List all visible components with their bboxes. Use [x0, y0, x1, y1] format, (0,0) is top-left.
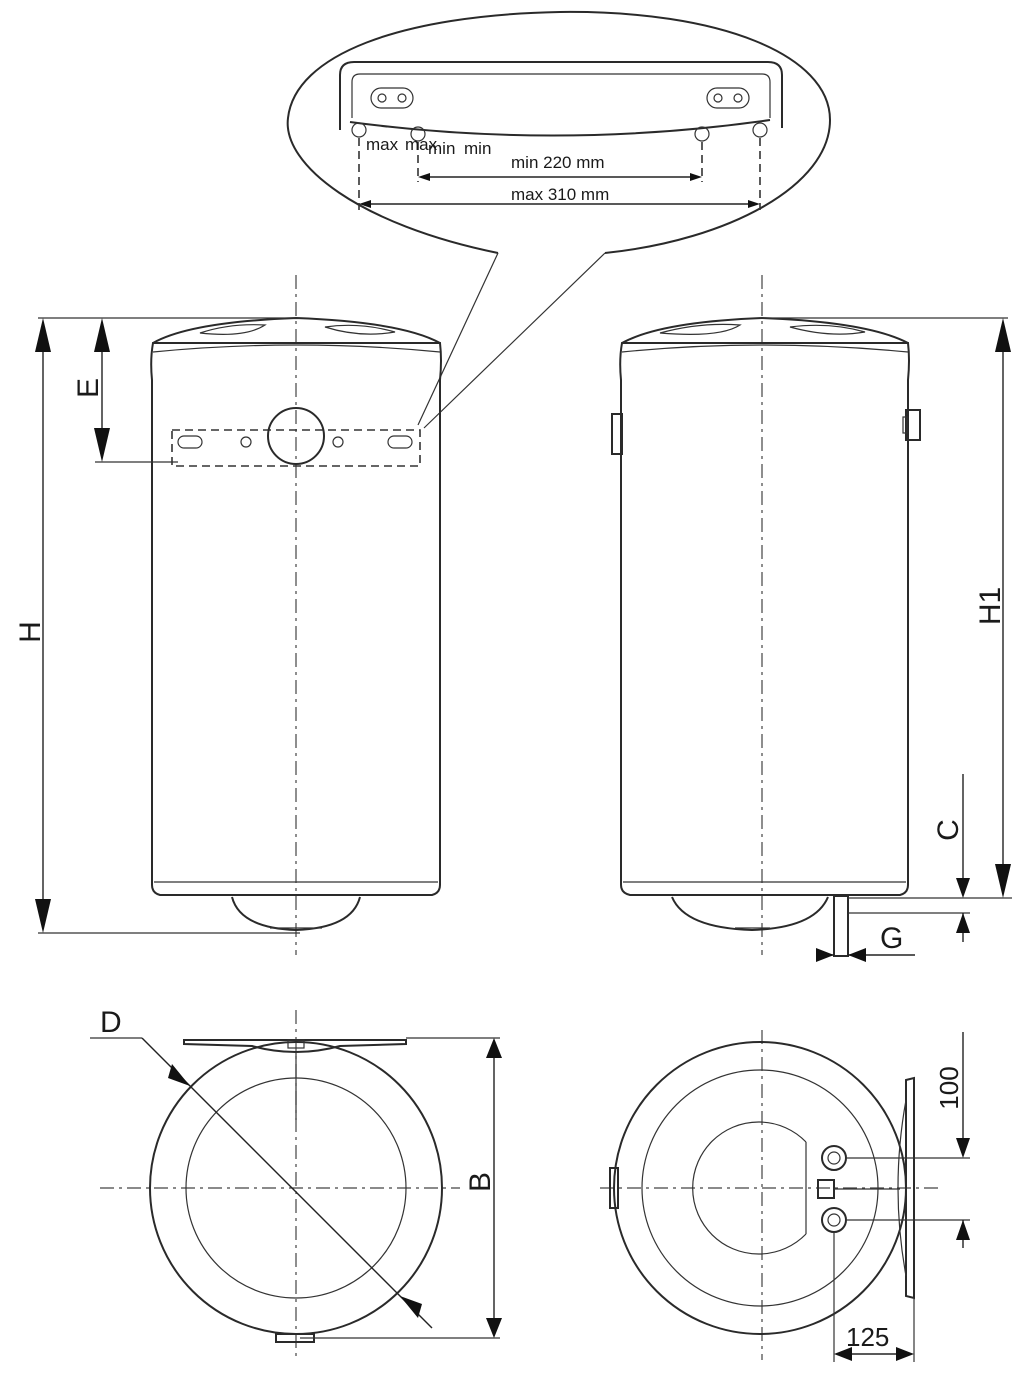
label-min-left2: min	[464, 139, 491, 158]
dimension-e: E	[72, 318, 178, 463]
dimension-h: H	[14, 317, 300, 934]
dimension-c: C	[848, 774, 970, 942]
label-h1: H1	[974, 587, 1007, 625]
dimension-100: 100	[846, 1032, 970, 1248]
bracket-detail-callout: max max min min min 220 mm max 310 mm	[286, 10, 832, 429]
label-125: 125	[846, 1322, 889, 1352]
label-b: B	[464, 1172, 497, 1192]
dimension-125: 125	[833, 1232, 915, 1362]
side-view	[611, 275, 921, 957]
label-max-left2: max	[405, 135, 438, 154]
label-c: C	[932, 819, 965, 841]
dimension-g: G	[816, 922, 915, 962]
label-min-left: min	[428, 139, 455, 158]
label-max-left: max	[366, 135, 399, 154]
label-min-220: min 220 mm	[511, 153, 605, 172]
front-view	[150, 275, 442, 955]
label-d: D	[100, 1006, 122, 1039]
label-h: H	[14, 621, 47, 643]
label-e: E	[72, 378, 105, 398]
dimension-d: D	[90, 1006, 433, 1329]
label-g: G	[880, 922, 903, 955]
bottom-view	[600, 1030, 940, 1360]
top-view	[100, 1010, 460, 1360]
label-max-310: max 310 mm	[511, 185, 609, 204]
label-100: 100	[934, 1066, 964, 1109]
dimension-b: B	[300, 1037, 502, 1339]
dimension-h1: H1	[760, 317, 1012, 899]
